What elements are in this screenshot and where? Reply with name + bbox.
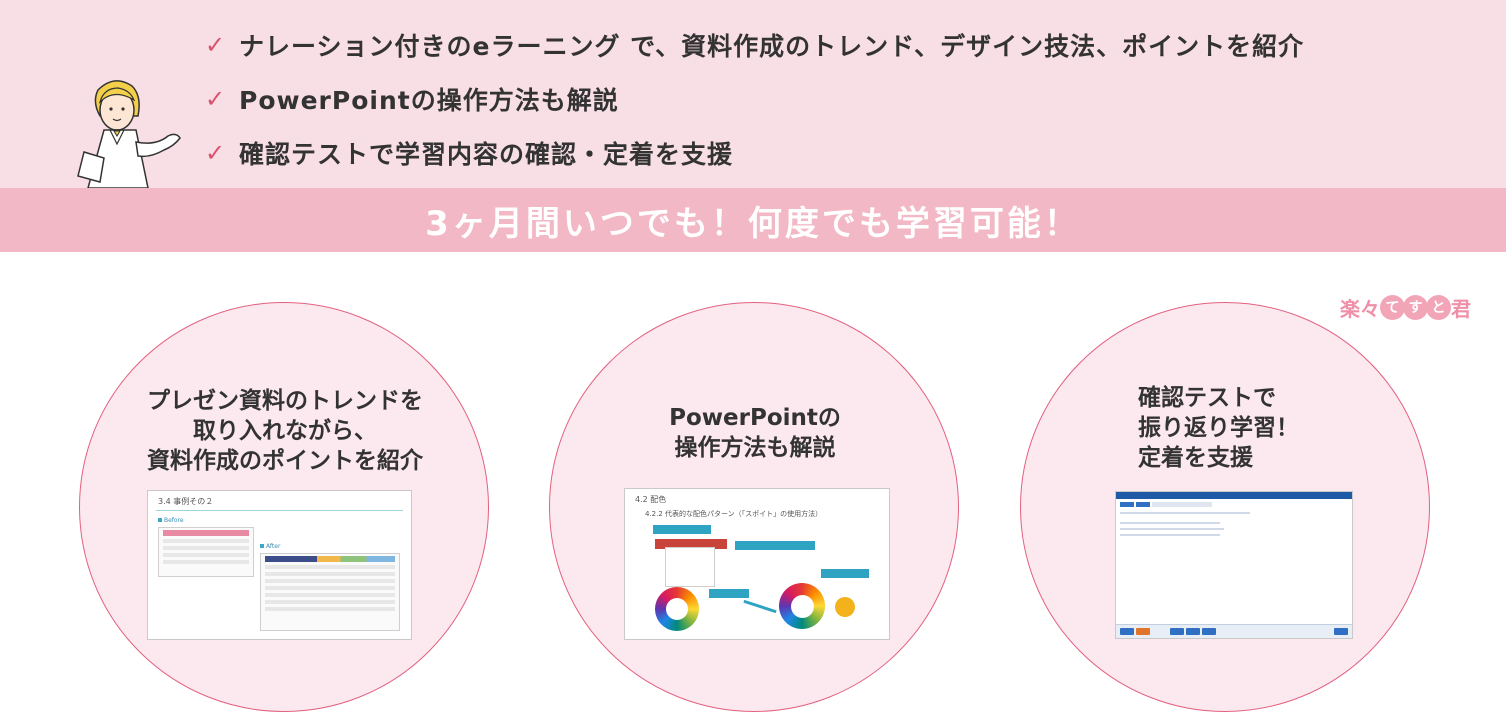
feature-text: PowerPointの操作方法も解説 xyxy=(239,86,619,115)
feature-list: ✓ ナレーション付きのeラーニング で、資料作成のトレンド、デザイン技法、ポイン… xyxy=(205,18,1304,180)
slide-divider xyxy=(156,510,403,511)
callout-marker xyxy=(709,589,749,598)
test-choice-line xyxy=(1120,534,1220,536)
circle-title-line: プレゼン資料のトレンドを xyxy=(147,388,423,414)
logo-bubble: と xyxy=(1426,294,1451,320)
slide-screenshot: 3.4 事例その２ Before After xyxy=(147,490,412,640)
logo-end: 君 xyxy=(1451,296,1471,321)
feature-text: ナレーション付きのeラーニング で、資料作成のトレンド、デザイン技法、ポイントを… xyxy=(239,32,1305,61)
after-label: After xyxy=(260,543,280,550)
slide-heading: 4.2 配色 xyxy=(635,495,667,504)
circle-title-line: 操作方法も解説 xyxy=(674,435,836,461)
logo: 楽々 て す と 君 xyxy=(1340,290,1471,324)
mascot-illustration xyxy=(77,80,181,188)
banner: 3ヶ月間いつでも！何度でも学習可能！ xyxy=(0,188,1506,252)
callout-marker xyxy=(735,541,815,550)
logo-bubble: す xyxy=(1403,294,1428,320)
circle-title-line: 振り返り学習！ xyxy=(1138,415,1299,441)
feature-text: 確認テストで学習内容の確認・定着を支援 xyxy=(239,140,734,169)
circle-title: 確認テストで 振り返り学習！ 定着を支援 xyxy=(1138,383,1299,473)
logo-kanji: 楽々 xyxy=(1340,296,1380,321)
test-choice-line xyxy=(1120,528,1224,530)
color-swatch-graphic xyxy=(835,597,855,617)
color-wheel-graphic xyxy=(779,583,825,629)
palette-graphic xyxy=(665,547,715,587)
before-table xyxy=(158,527,254,577)
test-window-tabs xyxy=(1120,502,1212,507)
feature-item: ✓ ナレーション付きのeラーニング で、資料作成のトレンド、デザイン技法、ポイン… xyxy=(205,18,1304,72)
circle-title-line: 確認テストで xyxy=(1138,385,1276,411)
before-label: Before xyxy=(158,517,184,524)
after-table xyxy=(260,553,400,631)
check-icon: ✓ xyxy=(205,85,226,113)
arrow-graphic xyxy=(743,599,777,614)
feature-circle-powerpoint: PowerPointの 操作方法も解説 4.2 配色 4.2.2 代表的な配色パ… xyxy=(549,302,959,712)
circle-title-line: PowerPointの xyxy=(669,405,841,431)
test-window-footer xyxy=(1116,624,1352,638)
circle-title-line: 資料作成のポイントを紹介 xyxy=(147,448,423,474)
slide-screenshot: 4.2 配色 4.2.2 代表的な配色パターン（「スポイト」の使用方法） xyxy=(624,488,890,640)
feature-circle-test: 確認テストで 振り返り学習！ 定着を支援 xyxy=(1020,302,1430,712)
test-choice-line xyxy=(1120,522,1220,524)
check-icon: ✓ xyxy=(205,31,226,59)
ribbon-graphic xyxy=(655,539,727,549)
test-instruction-line xyxy=(1120,512,1250,514)
slide-heading: 3.4 事例その２ xyxy=(158,497,214,506)
test-screenshot xyxy=(1115,491,1353,639)
callout-marker xyxy=(653,525,711,534)
feature-band: ✓ ナレーション付きのeラーニング で、資料作成のトレンド、デザイン技法、ポイン… xyxy=(0,0,1506,188)
circle-title-line: 定着を支援 xyxy=(1138,445,1253,471)
feature-item: ✓ PowerPointの操作方法も解説 xyxy=(205,72,1304,126)
feature-circle-trends: プレゼン資料のトレンドを 取り入れながら、 資料作成のポイントを紹介 3.4 事… xyxy=(79,302,489,712)
slide-subheading: 4.2.2 代表的な配色パターン（「スポイト」の使用方法） xyxy=(645,510,823,518)
circle-title-line: 取り入れながら、 xyxy=(193,418,377,444)
color-wheel-graphic xyxy=(655,587,699,631)
logo-bubble: て xyxy=(1380,294,1405,320)
callout-marker xyxy=(821,569,869,578)
test-window-titlebar xyxy=(1116,492,1352,499)
check-icon: ✓ xyxy=(205,139,226,167)
circle-title: プレゼン資料のトレンドを 取り入れながら、 資料作成のポイントを紹介 xyxy=(80,386,490,476)
circle-title: PowerPointの 操作方法も解説 xyxy=(550,403,960,463)
feature-item: ✓ 確認テストで学習内容の確認・定着を支援 xyxy=(205,126,1304,180)
banner-text: 3ヶ月間いつでも！何度でも学習可能！ xyxy=(425,203,1081,244)
